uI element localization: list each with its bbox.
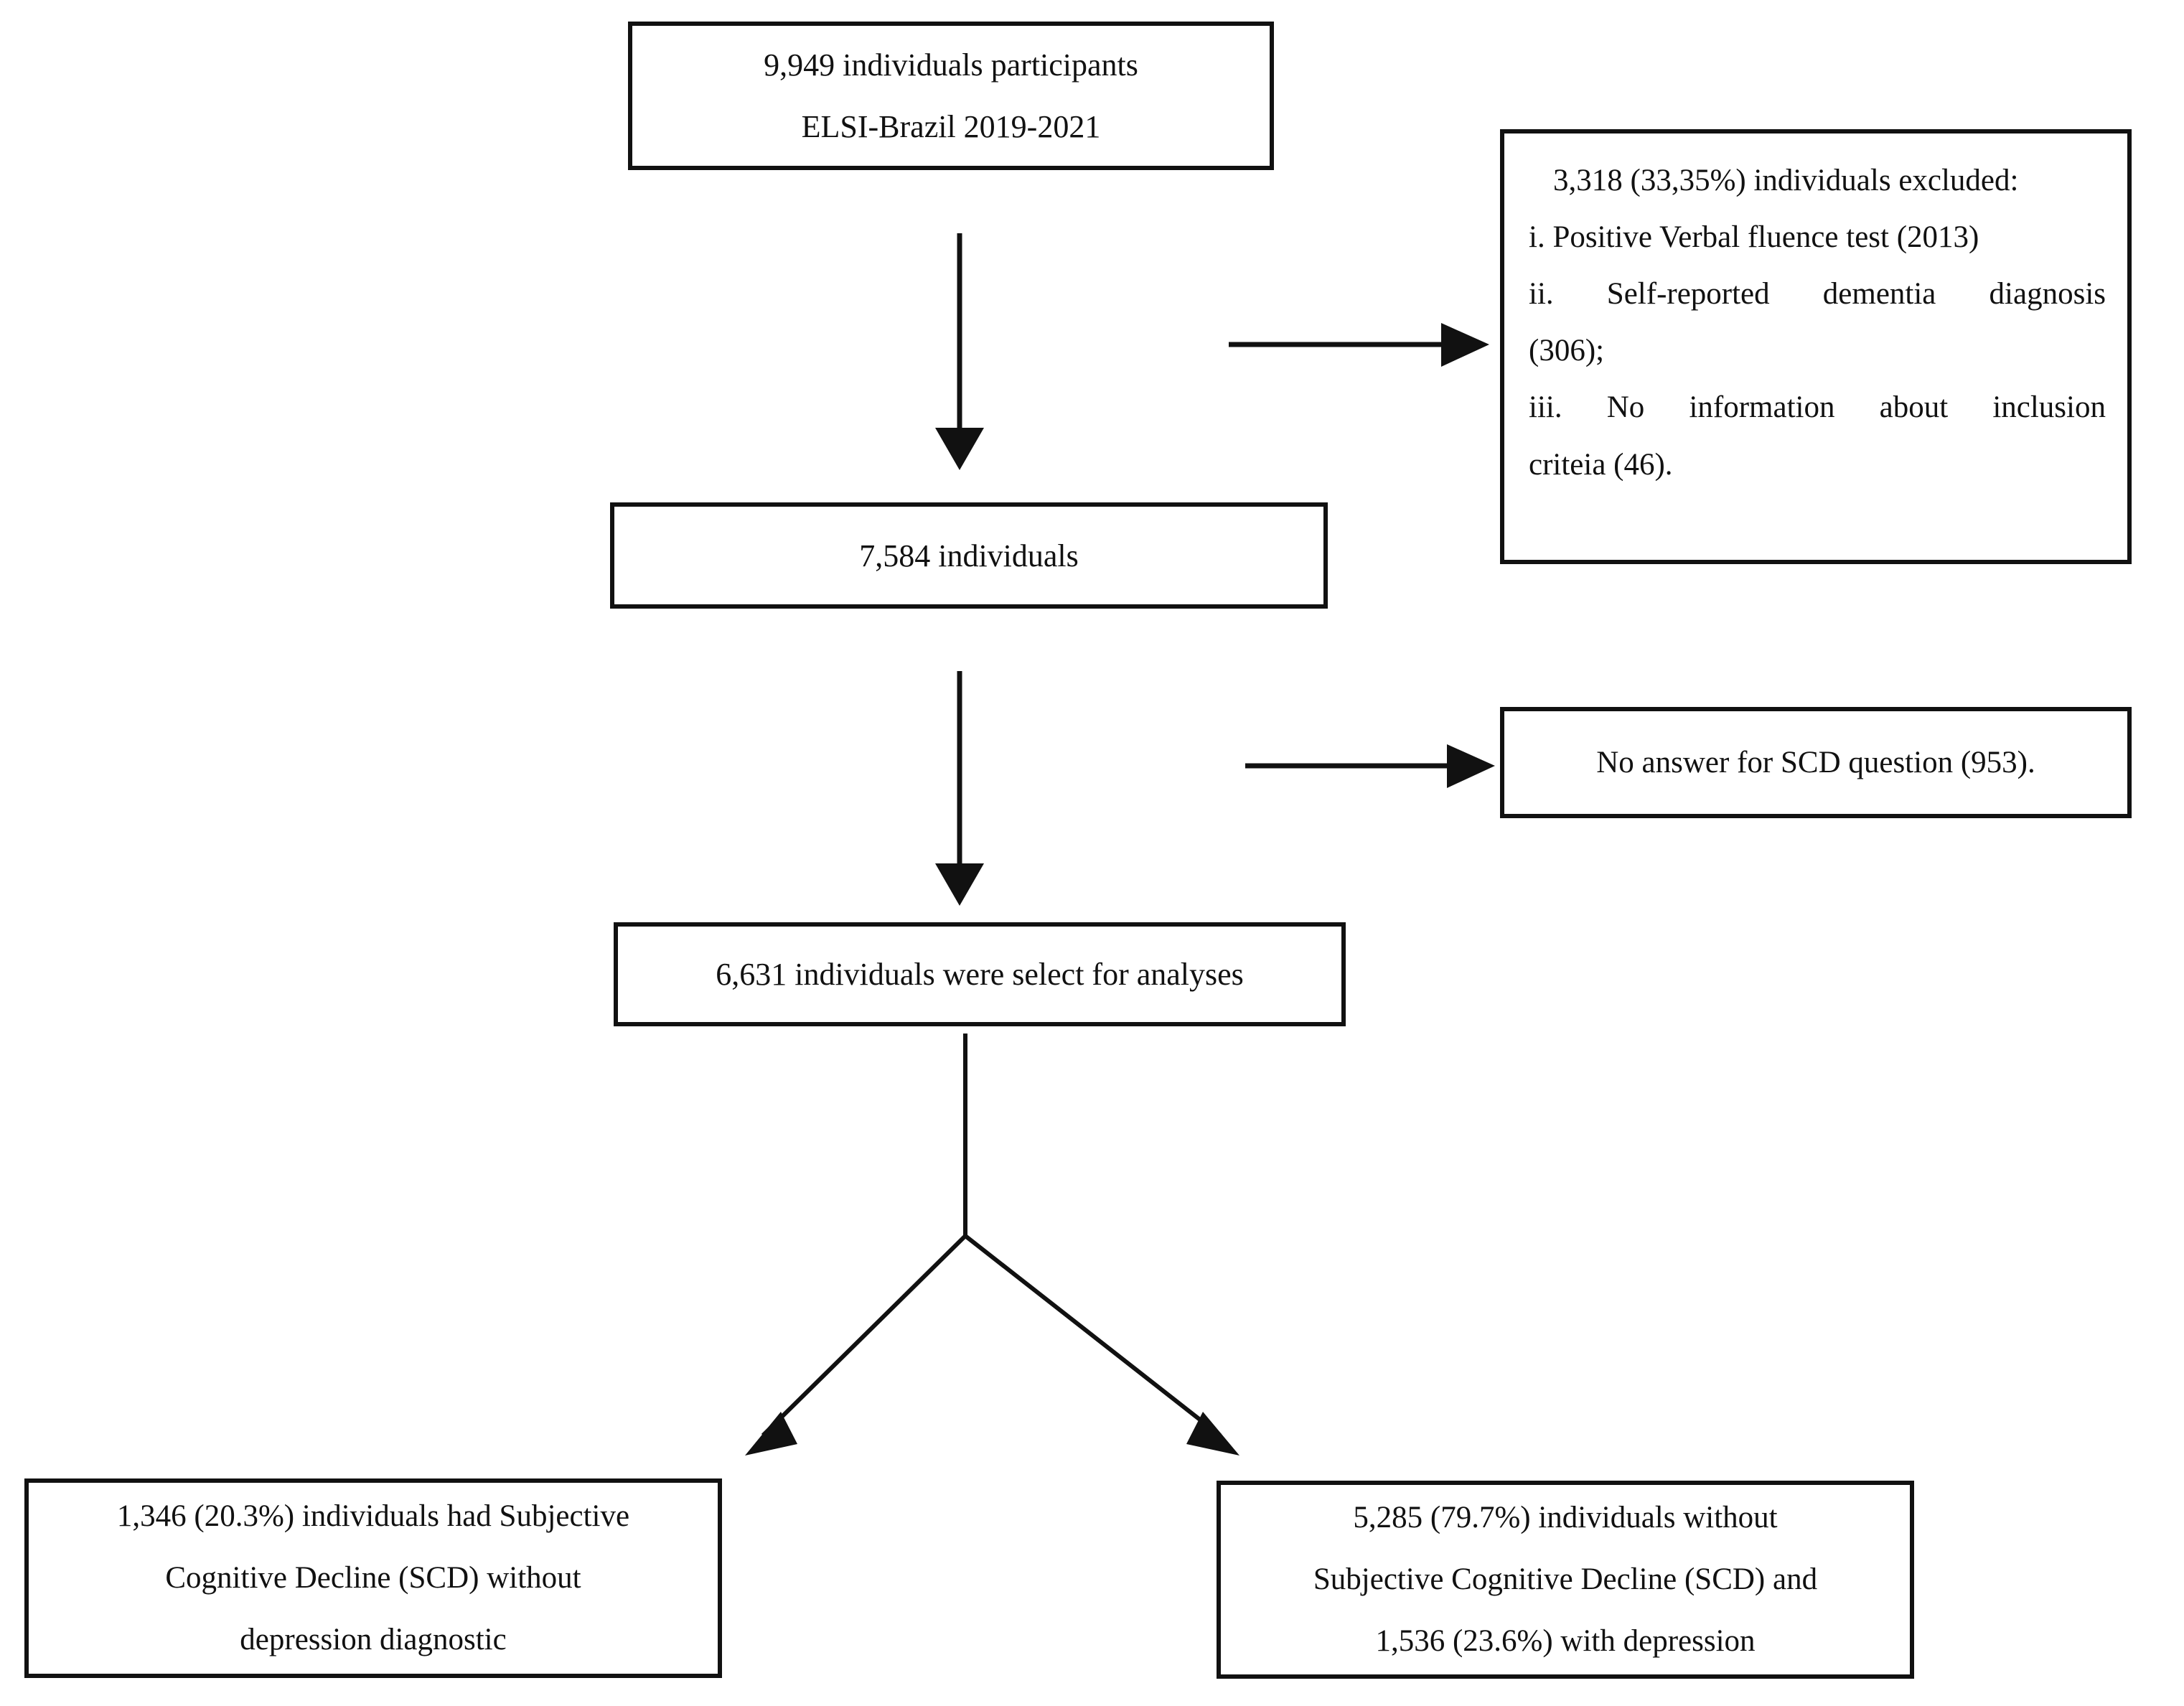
edge-enrolled-to-excluded: [1229, 323, 1489, 367]
node-no-scd-line-1: 5,285 (79.7%) individuals without: [1353, 1501, 1778, 1534]
node-with-scd-without-depression: 1,346 (20.3%) individuals had Subjective…: [24, 1478, 722, 1678]
edge-enrolled-to-after-exclusion: [935, 233, 984, 470]
node-excluded-line-3: ii. Self-reported dementia diagnosis: [1529, 277, 2106, 311]
node-scd-line-2: Cognitive Decline (SCD) without: [165, 1561, 581, 1595]
node-enrolled-line-1: 9,949 individuals participants: [764, 47, 1138, 83]
node-selected-for-analyses: 6,631 individuals were select for analys…: [614, 922, 1346, 1026]
edge-analysed-split: [745, 1034, 1239, 1456]
node-enrolled-line-2: ELSI-Brazil 2019-2021: [801, 108, 1101, 144]
node-excluded-line-5: iii. No information about inclusion: [1529, 390, 2106, 425]
node-scd-line-3: depression diagnostic: [240, 1623, 507, 1656]
node-excluded-line-1: 3,318 (33,35%) individuals excluded:: [1553, 164, 2019, 197]
node-excluded-line-6: criteia (46).: [1529, 447, 1673, 482]
node-after-exclusion-line-1: 7,584 individuals: [859, 538, 1079, 573]
node-excluded-line-2: i. Positive Verbal fluence test (2013): [1529, 220, 1979, 255]
node-no-answer-scd-question: No answer for SCD question (953).: [1500, 707, 2132, 818]
edge-after-exclusion-to-no-answer: [1245, 744, 1495, 788]
node-analysed-line-1: 6,631 individuals were select for analys…: [716, 957, 1244, 992]
node-without-scd-with-depression: 5,285 (79.7%) individuals without Subjec…: [1217, 1481, 1914, 1679]
edge-after-exclusion-to-analysed: [935, 671, 984, 906]
node-excluded-line-4: (306);: [1529, 334, 1605, 368]
node-excluded-individuals: 3,318 (33,35%) individuals excluded: i. …: [1500, 129, 2132, 564]
node-no-scd-line-2: Subjective Cognitive Decline (SCD) and: [1313, 1562, 1818, 1596]
node-after-exclusion: 7,584 individuals: [610, 502, 1328, 609]
node-enrolled-participants: 9,949 individuals participants ELSI-Braz…: [628, 22, 1274, 170]
node-scd-line-1: 1,346 (20.3%) individuals had Subjective: [116, 1499, 630, 1533]
node-no-answer-line-1: No answer for SCD question (953).: [1596, 746, 2035, 779]
node-no-scd-line-3: 1,536 (23.6%) with depression: [1375, 1624, 1756, 1658]
